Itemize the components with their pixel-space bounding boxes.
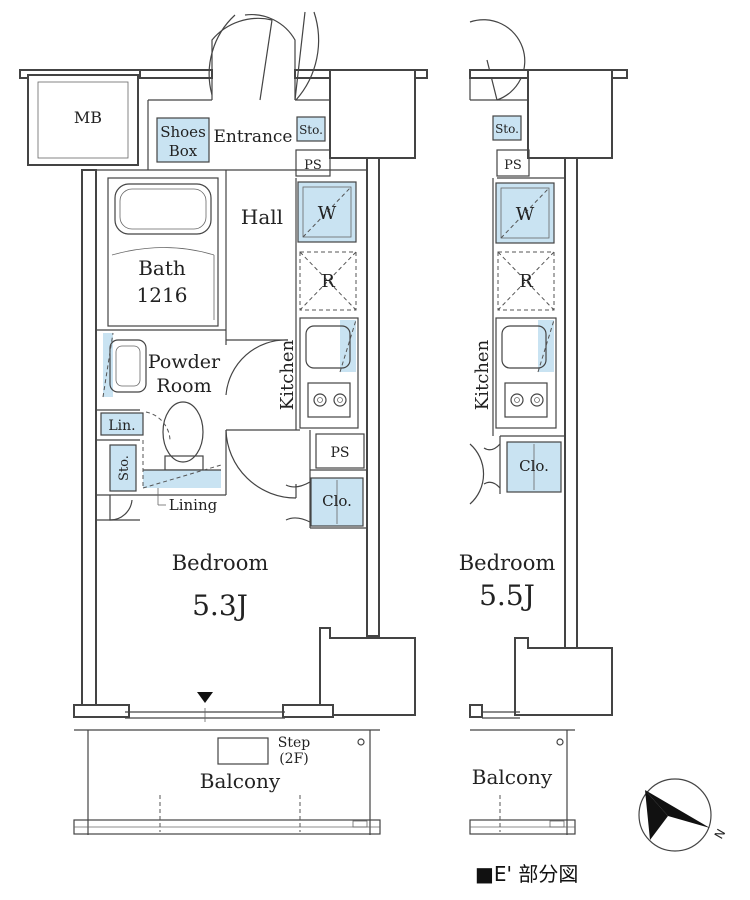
pipe-space-top-label: PS <box>304 158 322 173</box>
window-marker-icon <box>197 692 213 703</box>
storage-left-label: Sto. <box>117 455 132 481</box>
bathroom <box>107 177 219 327</box>
step-label: Step <box>278 735 311 751</box>
fridge-label: R <box>321 271 335 292</box>
balcony-partial-label: Balcony <box>472 765 553 789</box>
pipe-space-mid <box>315 433 365 469</box>
bath-label: Bath <box>138 256 186 280</box>
washer-partial-label: W <box>516 204 535 225</box>
washer-label: W <box>318 203 337 224</box>
pipe-space-mid-label: PS <box>330 445 349 461</box>
closet-label: Clo. <box>322 492 352 510</box>
pipe-space-partial <box>496 149 530 177</box>
kitchen-label: Kitchen <box>277 339 298 410</box>
bedroom-size: 5.3J <box>192 589 248 622</box>
fridge-space <box>299 251 357 311</box>
mb-room <box>27 74 139 166</box>
mb-label: MB <box>74 108 102 127</box>
bedroom-label: Bedroom <box>172 551 269 575</box>
fridge-space-partial <box>497 251 555 311</box>
shoes-box-label-1: Shoes <box>160 123 206 141</box>
walls <box>19 69 428 722</box>
bedroom-partial-label: Bedroom <box>459 551 556 575</box>
compass-needle-icon <box>645 790 710 828</box>
entrance-label: Entrance <box>214 127 293 147</box>
closet-partial-label: Clo. <box>519 457 549 475</box>
storage-top <box>296 116 326 142</box>
pipe-space-partial-label: PS <box>504 158 522 173</box>
washbasin <box>109 339 147 393</box>
powder-room-label-2: Room <box>156 375 211 397</box>
compass-north-label: N <box>712 827 729 842</box>
storage-partial <box>492 115 522 141</box>
shoes-box-label-2: Box <box>169 142 198 160</box>
kitchen-sink <box>305 325 351 369</box>
powder-room-label: Powder <box>148 351 221 373</box>
pipe-shaft-top-partial <box>527 69 613 159</box>
washer-space <box>297 181 357 243</box>
lining-label: Lining <box>169 496 218 514</box>
washer-space-partial <box>495 182 555 244</box>
linen-label: Lin. <box>108 418 135 434</box>
pipe-shaft-top <box>329 69 416 159</box>
fridge-partial-label: R <box>519 271 533 292</box>
stove <box>307 382 351 418</box>
powder-room <box>102 332 222 489</box>
storage-left <box>109 444 137 492</box>
kitchen-counter <box>299 317 359 429</box>
balcony-label: Balcony <box>200 769 281 793</box>
drawing-caption: ■E' 部分図 <box>475 862 579 886</box>
balcony <box>73 729 381 835</box>
kitchen-counter-partial <box>495 317 557 429</box>
step-floor-label: (2F) <box>279 751 309 767</box>
balcony-partial <box>469 729 576 835</box>
linen-closet <box>100 412 144 436</box>
shoes-box <box>156 117 210 163</box>
step-box <box>217 737 269 765</box>
partial-unit-plan: Sto. PS W R Kitchen Clo. <box>459 19 628 835</box>
hall-label: Hall <box>241 205 283 229</box>
bathtub <box>114 183 212 235</box>
toilet <box>162 401 204 463</box>
main-unit-plan: Shoes Box Entrance MB Sto. PS Hall W R <box>19 11 428 835</box>
bedroom-partial-size: 5.5J <box>479 579 535 612</box>
compass: N <box>638 778 729 852</box>
kitchen-partial-label: Kitchen <box>472 339 493 410</box>
storage-partial-label: Sto. <box>495 122 519 136</box>
pipe-space-top <box>295 149 331 177</box>
storage-top-label: Sto. <box>299 123 323 137</box>
bath-size-label: 1216 <box>137 283 188 307</box>
entrance-door <box>208 11 320 101</box>
